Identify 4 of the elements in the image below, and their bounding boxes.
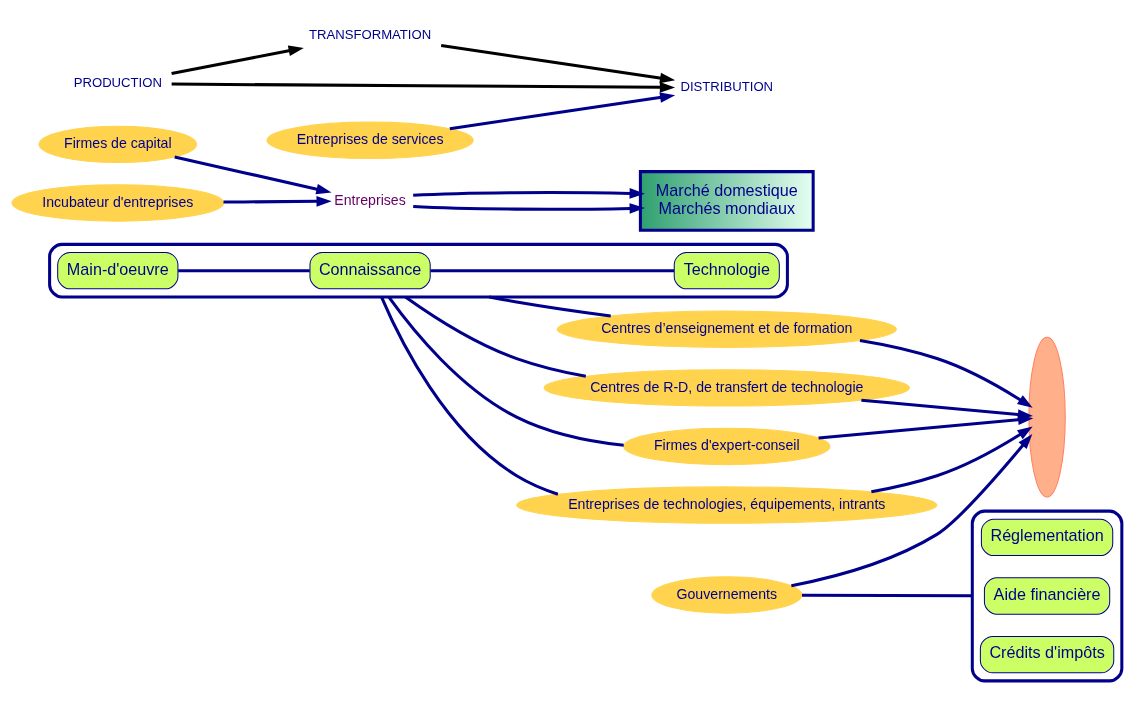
node-text: PRODUCTION: [73, 74, 162, 90]
node-text: DISTRIBUTION: [680, 78, 774, 94]
node-text: TRANSFORMATION: [308, 26, 432, 42]
node-text: Entreprises: [334, 191, 406, 208]
